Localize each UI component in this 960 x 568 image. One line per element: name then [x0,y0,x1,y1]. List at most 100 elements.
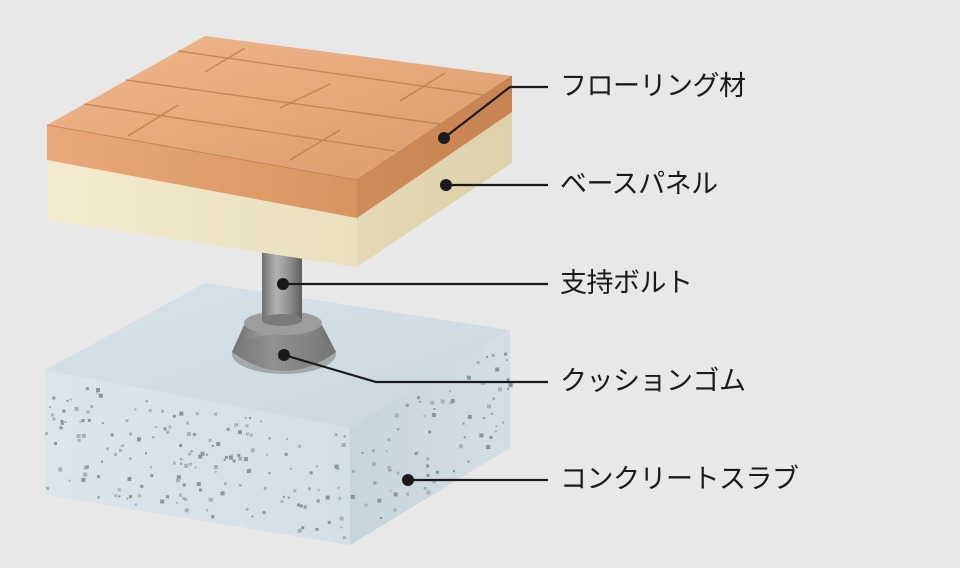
concrete-speckle [122,444,125,447]
concrete-speckle [298,444,302,448]
concrete-speckle [495,430,497,433]
concrete-speckle [423,414,426,417]
concrete-speckle [396,471,400,475]
leader-lines [283,85,548,482]
concrete-speckle [418,400,421,403]
label-cushion-rubber: クッションゴム [560,366,746,397]
concrete-speckle [245,508,248,511]
concrete-speckle [450,398,455,403]
concrete-speckle [96,391,99,394]
concrete-speckle [81,433,86,438]
concrete-speckle [476,361,480,364]
base-panel [47,112,512,267]
concrete-speckle [223,482,227,486]
concrete-speckle [237,453,241,457]
concrete-speckle [150,466,153,469]
leader-line-flooring [443,85,548,139]
concrete-speckle [101,460,104,463]
concrete-speckle [343,435,346,438]
concrete-speckle [176,475,181,480]
concrete-speckle [463,436,466,439]
leader-dot-support-bolt [277,278,289,290]
concrete-speckle [507,387,509,390]
concrete-speckle [101,422,104,425]
concrete-speckle [371,462,376,467]
concrete-speckle [154,426,157,428]
concrete-speckle [60,419,64,423]
concrete-speckle [69,398,72,401]
concrete-speckle [505,359,508,361]
concrete-speckle [64,421,67,423]
concrete-speckle [180,458,183,461]
concrete-speckle [491,354,495,357]
concrete-speckle [489,436,493,439]
concrete-speckle [62,409,66,413]
concrete-speckle [397,428,400,431]
concrete-speckle [490,412,493,415]
concrete-speckle [182,483,186,487]
concrete-speckle [195,412,199,416]
leader-dots [277,132,452,486]
concrete-speckle [60,421,64,425]
concrete-speckle [223,458,226,461]
concrete-speckle [239,484,242,487]
flooring-front [47,125,357,218]
concrete-speckle [504,352,507,356]
concrete-speckle [467,460,470,463]
concrete-speckle [426,490,431,495]
concrete-speckle [426,474,430,477]
concrete-speckles [45,352,513,540]
concrete-speckle [52,396,56,400]
concrete-speckle [385,450,388,453]
concrete-speckle [303,505,307,509]
concrete-speckle [190,450,193,453]
flooring-side [357,76,512,218]
concrete-speckle [414,452,418,456]
concrete-speckle [118,495,121,498]
concrete-speckle [194,466,197,469]
concrete-speckle [134,408,137,411]
concrete-speckle [85,465,89,469]
concrete-speckle [492,397,496,401]
concrete-speckle [244,457,248,462]
concrete-speckle [134,503,137,506]
concrete-speckle [351,469,355,473]
concrete-speckle [50,413,54,417]
concrete-speckle [59,426,63,430]
concrete-speckle [114,494,118,498]
concrete-speckle [188,452,192,456]
leader-dot-cushion-rubber [278,349,290,361]
concrete-speckle [237,430,242,435]
concrete-speckle [259,420,262,423]
concrete-speckle [234,424,236,427]
concrete-speckle [214,465,218,470]
concrete-speckle [245,432,249,436]
concrete-speckle [388,468,392,472]
concrete-speckle [284,452,288,456]
concrete-speckle [211,515,215,519]
concrete-speckle [486,445,491,449]
concrete-speckle [184,508,189,513]
concrete-speckle [440,399,445,404]
concrete-speckle [129,457,132,460]
concrete-speckle [364,503,368,507]
concrete-speckle [83,472,88,477]
concrete-speckle [52,417,56,421]
base-panel-side [357,112,512,267]
concrete-speckle [377,498,382,503]
concrete-speckle [327,520,331,524]
concrete-speckle [79,420,82,423]
concrete-speckle [416,451,419,454]
concrete-speckle [426,464,430,468]
concrete-speckle [90,405,94,408]
concrete-speckle [280,500,284,503]
concrete-speckle [224,455,228,459]
concrete-speckle [163,427,167,431]
concrete-speckle [81,477,86,482]
concrete-speckle [152,436,155,439]
concrete-speckle [77,438,81,442]
flooring-top [47,36,512,180]
concrete-speckle [495,425,498,428]
concrete-speckle [485,356,488,358]
